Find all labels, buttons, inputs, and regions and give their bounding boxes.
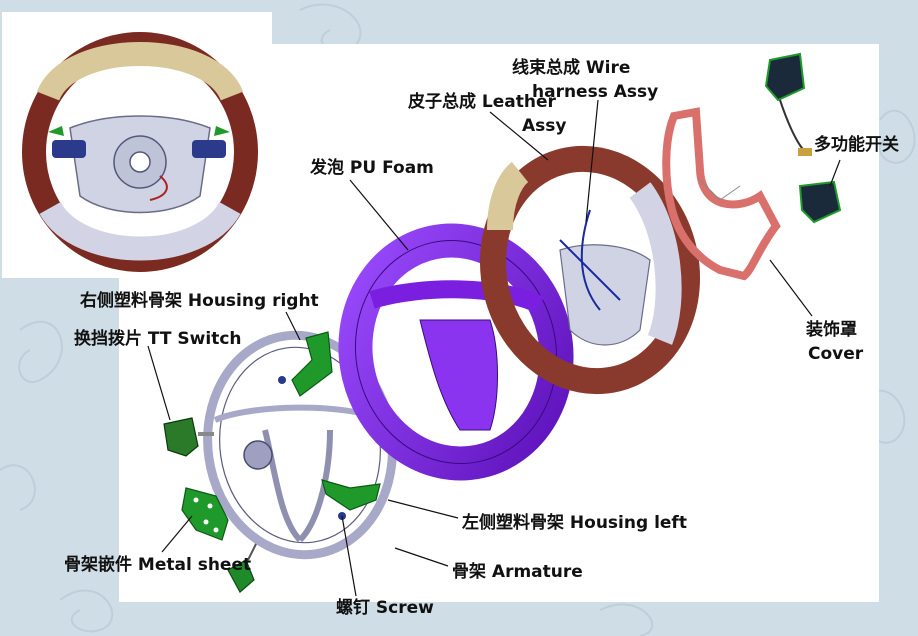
connector-icon (227, 543, 257, 593)
label-armature: 骨架 Armature (452, 562, 583, 582)
leader-lines (147, 99, 841, 597)
label-leather-line1: 皮子总成 Leather (408, 92, 556, 112)
steering-wheel-assembled-icon (22, 32, 258, 272)
label-tt-switch: 换挡拨片 TT Switch (74, 329, 242, 349)
label-housing-left: 左侧塑料骨架 Housing left (462, 513, 687, 533)
pu-foam-ring-icon (338, 223, 574, 481)
label-cover-line1: 装饰罩 (806, 320, 857, 340)
tt-switch-icon (163, 417, 214, 457)
label-metal-sheet: 骨架嵌件 Metal sheet (64, 555, 252, 575)
label-screw: 螺钉 Screw (336, 598, 434, 618)
label-housing-right: 右侧塑料骨架 Housing right (80, 291, 319, 311)
housing-right-icon (291, 331, 333, 397)
label-leather-line2: Assy (522, 116, 567, 136)
metal-sheet-icon (181, 487, 229, 541)
label-cover-line2: Cover (808, 344, 864, 364)
decorative-cover-icon (662, 107, 781, 281)
label-wire-harness-line2: harness Assy (532, 82, 659, 102)
multifunction-switch-icon (764, 52, 842, 224)
label-pu-foam: 发泡 PU Foam (310, 158, 434, 178)
label-multifunction-switch: 多功能开关 (814, 135, 899, 155)
housing-left-icon (321, 479, 381, 511)
leather-wheel-icon (479, 145, 701, 395)
label-wire-harness-line1: 线束总成 Wire (512, 58, 631, 78)
